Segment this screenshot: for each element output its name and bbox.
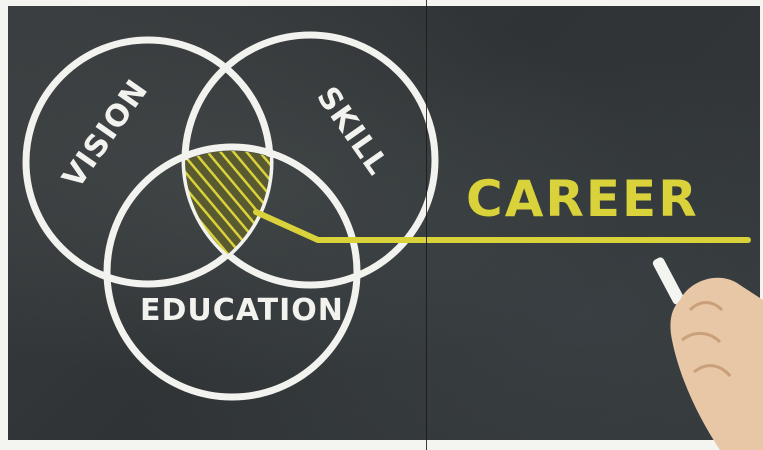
career-headline: CAREER (466, 170, 699, 228)
label-education: EDUCATION (140, 293, 344, 328)
label-skill: SKILL (309, 81, 395, 182)
hand-holding-chalk-icon (652, 257, 763, 450)
chalkboard (8, 6, 760, 440)
intersection-region (185, 151, 270, 284)
label-vision: VISION (56, 73, 156, 194)
circle-education (103, 143, 361, 401)
circle-skill (181, 31, 439, 289)
page-fold-line (426, 0, 427, 450)
career-pointer-line (253, 209, 751, 243)
